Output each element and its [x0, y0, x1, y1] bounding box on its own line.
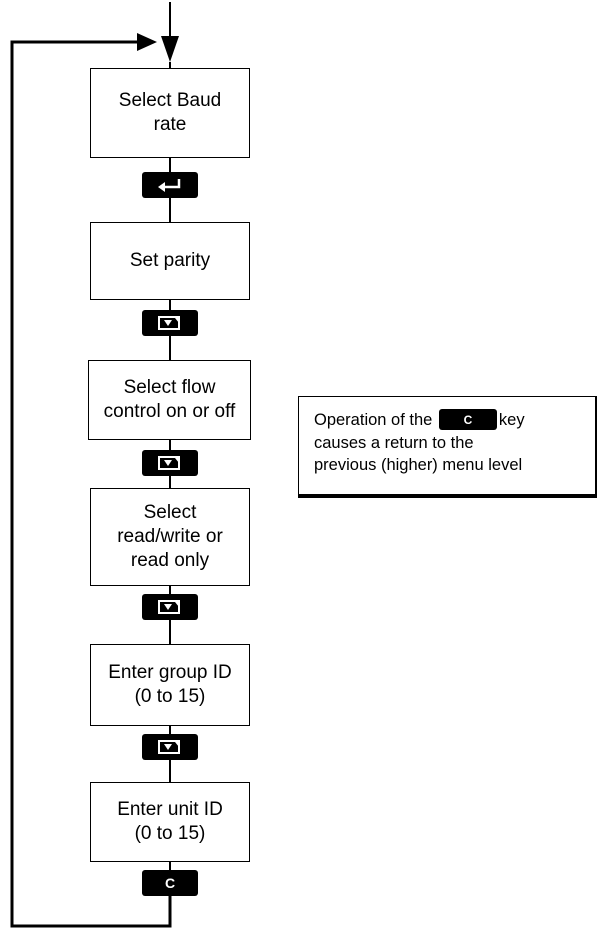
c-key-icon: C	[438, 409, 497, 431]
return-arrowhead	[137, 33, 157, 51]
entry-arrowhead	[161, 36, 179, 62]
step-select-read-write: Select read/write or read only	[90, 488, 250, 586]
c-key-icon: C	[142, 870, 198, 896]
return-loop-line	[10, 40, 172, 928]
note-text-before-key: Operation of the	[314, 411, 433, 429]
step-set-parity: Set parity	[90, 222, 250, 300]
step-select-baud-rate: Select Baud rate	[90, 68, 250, 158]
down-scroll-key-icon	[142, 450, 198, 476]
down-scroll-key-icon	[142, 734, 198, 760]
down-scroll-key-icon	[142, 310, 198, 336]
note-line-2: causes a return to the	[314, 434, 474, 453]
step-select-flow-control: Select flow control on or off	[88, 360, 251, 440]
step-enter-group-id: Enter group ID (0 to 15)	[90, 644, 250, 726]
enter-key-icon	[142, 172, 198, 198]
down-scroll-key-icon	[142, 594, 198, 620]
note-line-3: previous (higher) menu level	[314, 456, 523, 475]
note-text-after-key: key	[498, 411, 525, 429]
step-enter-unit-id: Enter unit ID (0 to 15)	[90, 782, 250, 862]
